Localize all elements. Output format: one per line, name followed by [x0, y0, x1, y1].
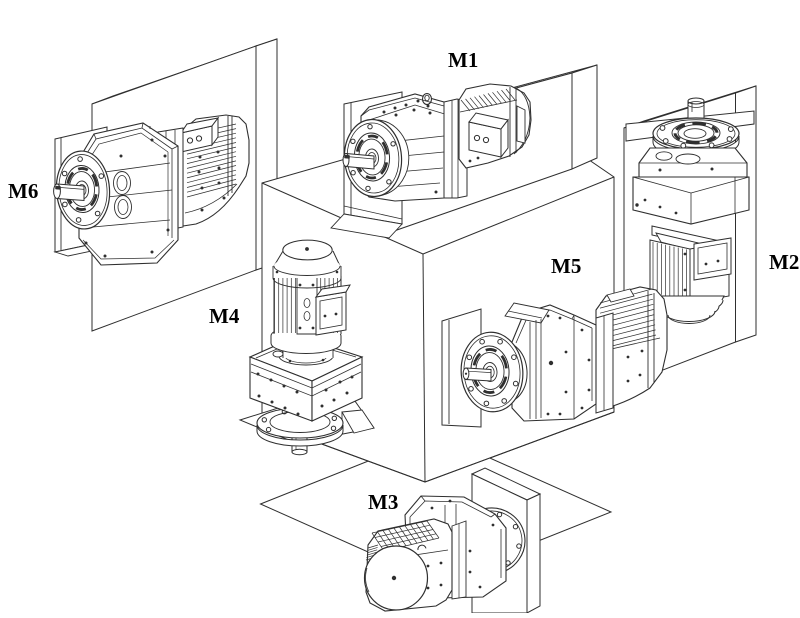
- svg-text:M2: M2: [769, 250, 799, 274]
- svg-text:M4: M4: [209, 304, 240, 328]
- svg-text:M6: M6: [8, 179, 38, 203]
- svg-text:M3: M3: [368, 490, 398, 514]
- svg-text:M5: M5: [551, 254, 581, 278]
- svg-text:M1: M1: [448, 48, 478, 72]
